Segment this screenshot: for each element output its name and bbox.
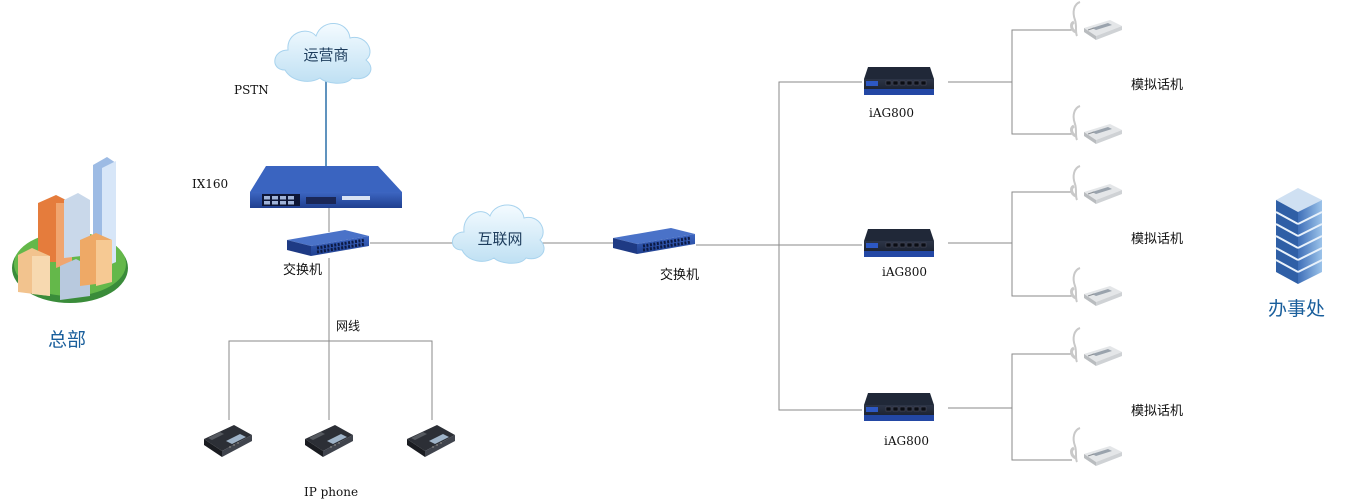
pstn-label: PSTN (234, 83, 269, 97)
analog-phone-icon (1070, 326, 1124, 368)
cable-label: 网线 (336, 319, 361, 333)
analog-phone-icon (1070, 164, 1124, 206)
headquarters-buildings-icon (12, 157, 128, 303)
ix160-label: IX160 (192, 177, 229, 191)
headquarters-title: 总部 (48, 329, 86, 351)
branch-switch-label: 交换机 (660, 268, 700, 283)
internet-cloud-icon: 互联网 (452, 204, 545, 264)
iag800-label: iAG800 (869, 106, 914, 120)
hq-switch-label: 交换机 (283, 263, 323, 278)
analog-phone-icon (1070, 426, 1124, 468)
analog-phone-group-label: 模拟话机 (1131, 404, 1184, 419)
iag800-label: iAG800 (884, 434, 929, 448)
analog-phone-icon (1070, 0, 1124, 42)
branch-switch-icon (611, 226, 697, 256)
iag800-gateway-icon (863, 228, 935, 258)
iag800-label: iAG800 (882, 265, 927, 279)
analog-phone-icon (1070, 266, 1124, 308)
ip-phone-icon (204, 425, 252, 457)
connection-lines (228, 29, 1072, 461)
iag800-gateway-icon (863, 66, 935, 96)
carrier-cloud-icon: 运营商 (274, 23, 372, 84)
branch-office-title: 办事处 (1268, 298, 1326, 320)
ip-phone-icon (407, 425, 455, 457)
ix160-gateway-icon (250, 166, 402, 208)
analog-phone-group-label: 模拟话机 (1131, 232, 1184, 247)
branch-office-building-icon (1275, 188, 1323, 284)
internet-cloud-label: 互联网 (477, 230, 522, 248)
ip-phone-label: IP phone (304, 485, 359, 499)
iag800-gateway-icon (863, 392, 935, 422)
hq-switch-icon (285, 228, 371, 258)
carrier-cloud-label: 运营商 (303, 46, 348, 64)
analog-phone-group-label: 模拟话机 (1131, 78, 1184, 93)
analog-phone-icon (1070, 104, 1124, 146)
ip-phone-icon (305, 425, 353, 457)
